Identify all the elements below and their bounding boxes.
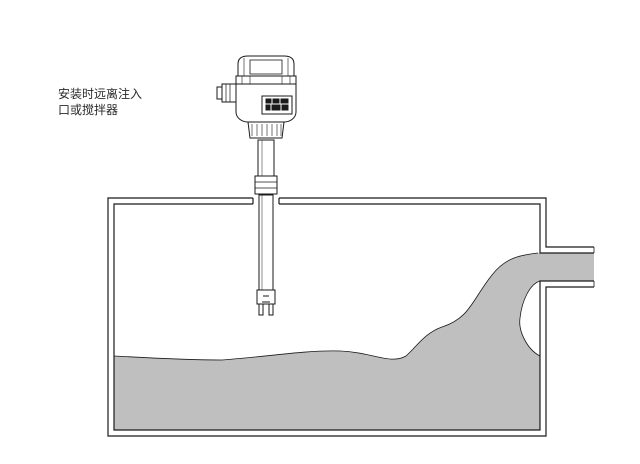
inlet-jet-outline: [519, 280, 541, 357]
probe-tip: [256, 289, 276, 305]
installation-note-line-2: 口或搅拌器: [58, 103, 119, 117]
liquid-surface-line: [113, 252, 539, 361]
cover-ring: [235, 75, 297, 85]
tank: [107, 197, 595, 437]
cable-gland: [221, 83, 237, 103]
mounting-nut: [254, 175, 278, 195]
installation-note: 安装时远离注入 口或搅拌器: [58, 86, 142, 118]
tank-inner-wall: [113, 203, 594, 431]
installation-note-line-1: 安装时远离注入: [58, 87, 143, 101]
tank-outer-wall: [107, 197, 594, 437]
liquid-surface: [114, 253, 594, 430]
probe-rod: [258, 194, 274, 291]
neck-tube: [257, 139, 275, 177]
level-switch: [216, 55, 297, 316]
housing-collar: [247, 121, 285, 139]
